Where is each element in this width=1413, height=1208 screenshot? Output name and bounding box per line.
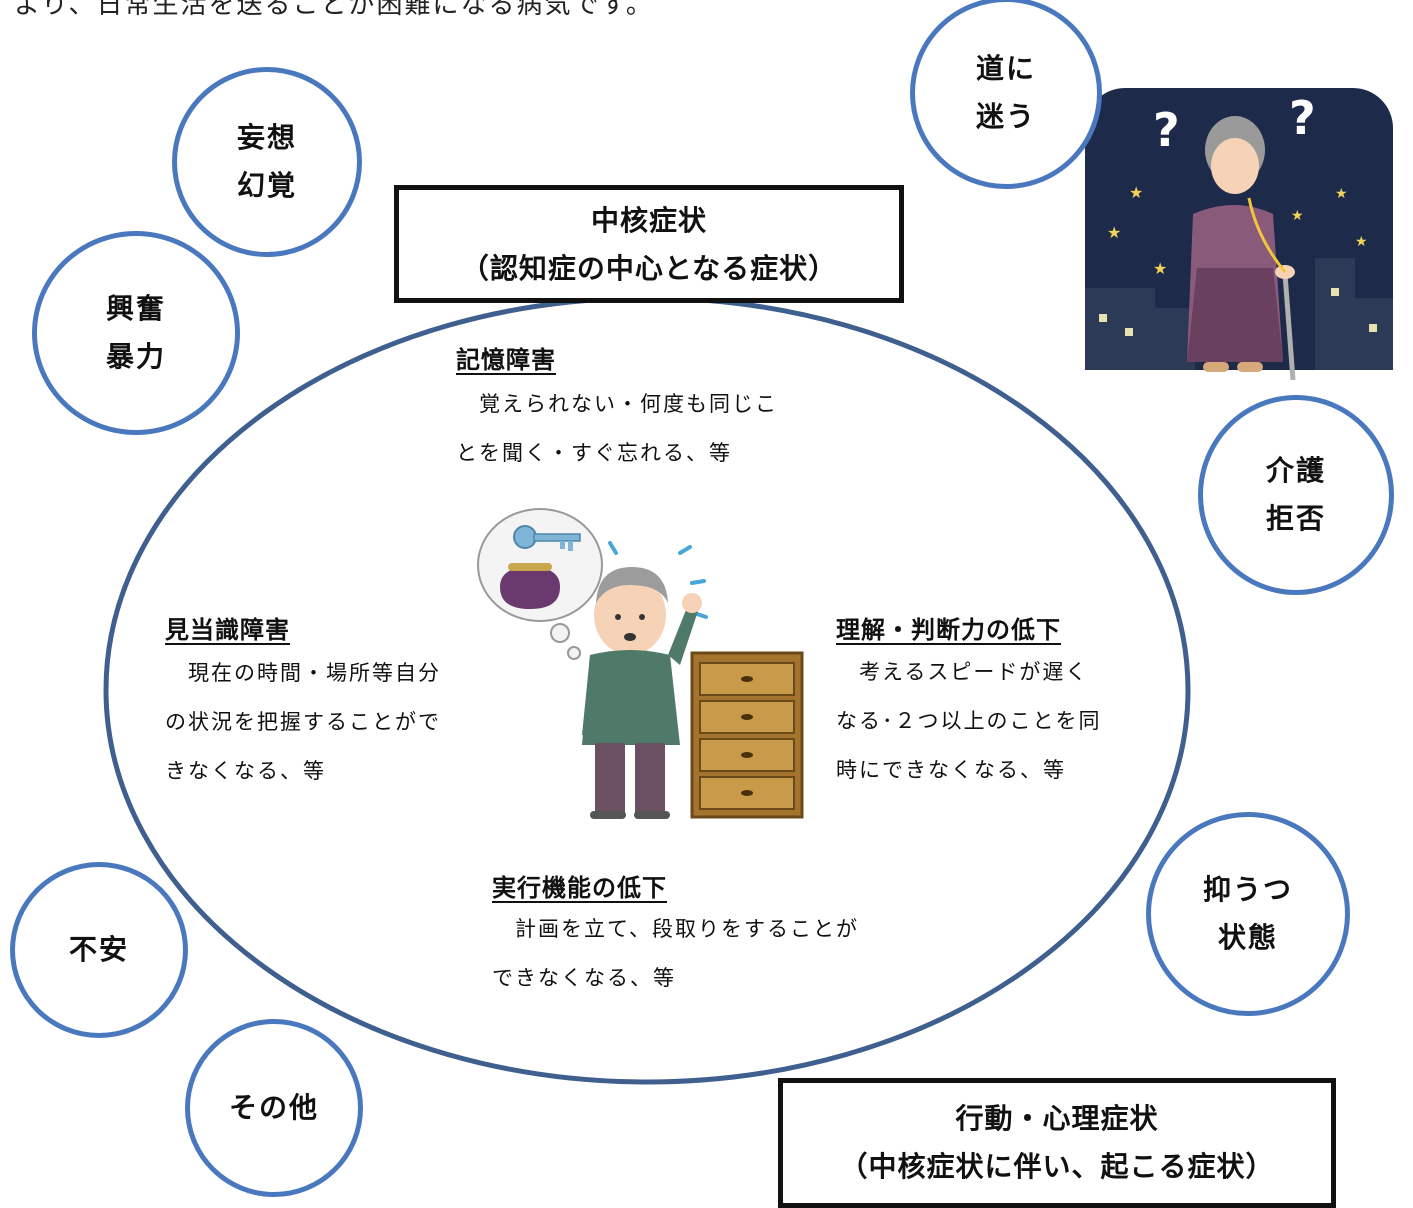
core-box-line2: （認知症の中心となる症状） xyxy=(460,252,838,285)
svg-text:★: ★ xyxy=(1335,186,1348,202)
svg-text:?: ? xyxy=(1289,91,1316,145)
bubble-care-refusal: 介護 拒否 xyxy=(1198,395,1394,595)
judgment-line: 時にできなくなる、等 xyxy=(836,758,1066,782)
svg-text:★: ★ xyxy=(1291,208,1304,224)
bpsd-box: 行動・心理症状 （中核症状に伴い、起こる症状） xyxy=(778,1078,1336,1208)
memory-body: 覚えられない・何度も同じこ とを聞く・すぐ忘れる、等 xyxy=(456,380,778,478)
judgment-line: なる･２つ以上のことを同 xyxy=(836,709,1102,733)
bubble-excitement-violence: 興奮 暴力 xyxy=(32,231,240,435)
lost-grandmother-illustration: ★ ★ ★ ★ ★ ★ ? ? xyxy=(1085,88,1393,381)
purse-icon xyxy=(500,563,560,609)
bubble-label: 道に 迷う xyxy=(975,52,1036,133)
svg-text:★: ★ xyxy=(1355,234,1368,250)
svg-text:★: ★ xyxy=(1129,183,1143,202)
orientation-line: きなくなる、等 xyxy=(165,759,326,783)
bubble-label: 興奮 暴力 xyxy=(105,292,166,373)
svg-text:?: ? xyxy=(1153,103,1180,157)
bubble-anxiety: 不安 xyxy=(10,862,188,1038)
core-box-line1: 中核症状 xyxy=(590,204,707,237)
orientation-line: の状況を把握することがで xyxy=(165,710,441,734)
svg-text:★: ★ xyxy=(1153,259,1167,278)
executive-body: 計画を立て、段取りをすることが できなくなる、等 xyxy=(492,905,859,1003)
judgment-title: 理解・判断力の低下 xyxy=(836,616,1061,644)
memory-line: 覚えられない・何度も同じこ xyxy=(456,392,778,416)
key-icon xyxy=(513,525,581,551)
bubble-label: 不安 xyxy=(68,933,129,966)
executive-title: 実行機能の低下 xyxy=(492,874,667,902)
bpsd-box-line2: （中核症状に伴い、起こる症状） xyxy=(839,1150,1275,1183)
bubble-getting-lost: 道に 迷う xyxy=(910,0,1102,189)
judgment-line: 考えるスピードが遅く xyxy=(836,660,1089,684)
orientation-line: 現在の時間・場所等自分 xyxy=(165,661,441,685)
bubble-depression: 抑うつ 状態 xyxy=(1146,812,1350,1016)
bubble-label: 抑うつ 状態 xyxy=(1202,873,1293,954)
bubble-label: その他 xyxy=(228,1091,319,1124)
bubble-label: 介護 拒否 xyxy=(1265,454,1326,535)
forgetful-man-illustration xyxy=(477,508,804,819)
orientation-title: 見当識障害 xyxy=(165,616,290,644)
bpsd-box-line1: 行動・心理症状 xyxy=(955,1102,1159,1135)
executive-line: できなくなる、等 xyxy=(492,966,676,990)
bubble-delusion-hallucination: 妄想 幻覚 xyxy=(172,67,362,257)
memory-line: とを聞く・すぐ忘れる、等 xyxy=(456,441,732,465)
bubble-other: その他 xyxy=(185,1019,363,1197)
svg-text:★: ★ xyxy=(1107,223,1121,242)
executive-line: 計画を立て、段取りをすることが xyxy=(492,917,859,941)
drawer-chest-icon xyxy=(690,651,804,819)
orientation-body: 現在の時間・場所等自分 の状況を把握することがで きなくなる、等 xyxy=(165,649,441,796)
memory-title: 記憶障害 xyxy=(456,346,556,374)
judgment-body: 考えるスピードが遅く なる･２つ以上のことを同 時にできなくなる、等 xyxy=(836,648,1102,795)
bubble-label: 妄想 幻覚 xyxy=(236,121,297,202)
core-symptoms-box: 中核症状 （認知症の中心となる症状） xyxy=(394,185,904,303)
intro-text: より、日常生活を送ることが困難になる病気です。 xyxy=(14,0,654,20)
